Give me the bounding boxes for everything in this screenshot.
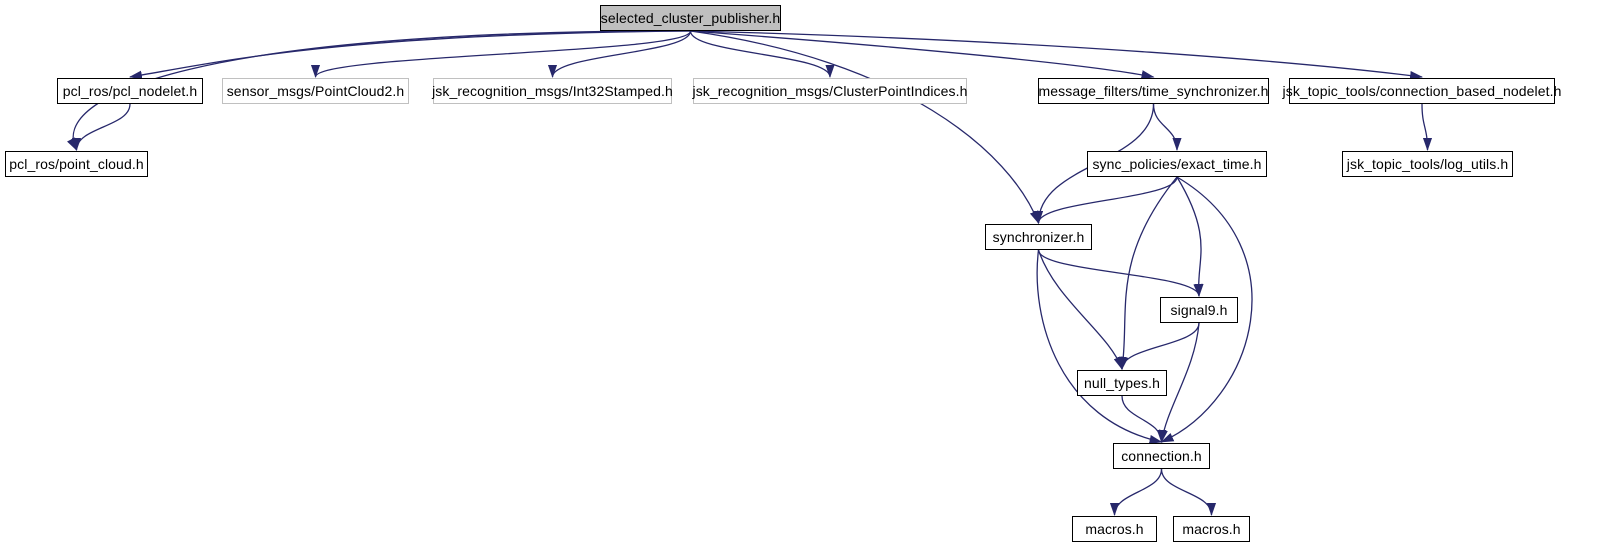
graph-node-logutils[interactable]: jsk_topic_tools/log_utils.h xyxy=(1342,151,1513,177)
graph-edge-connection-to-macros1 xyxy=(1109,468,1163,517)
graph-edge-pclnodelet-to-pclpc xyxy=(71,103,131,152)
graph-edge-root-to-pointcloud2 xyxy=(311,30,692,79)
graph-node-label: sensor_msgs/PointCloud2.h xyxy=(226,83,405,99)
graph-edge-root-to-cbnodelet xyxy=(690,30,1424,81)
graph-node-cbnodelet[interactable]: jsk_topic_tools/connection_based_nodelet… xyxy=(1283,78,1561,104)
graph-edge-exacttime-to-signal9 xyxy=(1176,176,1203,298)
graph-edge-cbnodelet-to-logutils xyxy=(1421,103,1433,152)
graph-node-int32: jsk_recognition_msgs/Int32Stamped.h xyxy=(432,78,673,104)
graph-node-label: pcl_ros/point_cloud.h xyxy=(9,156,144,172)
graph-edge-root-to-int32 xyxy=(548,30,692,79)
graph-node-timesync[interactable]: message_filters/time_synchronizer.h xyxy=(1038,78,1269,104)
graph-node-nulltypes[interactable]: null_types.h xyxy=(1077,370,1167,396)
graph-node-label: pcl_ros/pcl_nodelet.h xyxy=(62,83,198,99)
graph-node-exacttime[interactable]: sync_policies/exact_time.h xyxy=(1087,151,1267,177)
graph-node-label: connection.h xyxy=(1121,448,1202,464)
graph-node-macros1[interactable]: macros.h xyxy=(1072,516,1157,542)
graph-node-label: null_types.h xyxy=(1084,375,1160,391)
graph-node-label: signal9.h xyxy=(1170,302,1228,318)
graph-edge-synchronizer-to-signal9 xyxy=(1037,249,1204,298)
graph-edge-nulltypes-to-connection xyxy=(1121,395,1167,444)
graph-node-label: jsk_topic_tools/connection_based_nodelet… xyxy=(1282,83,1562,99)
graph-node-label: message_filters/time_synchronizer.h xyxy=(1038,83,1269,99)
graph-node-connection[interactable]: connection.h xyxy=(1113,443,1210,469)
graph-node-pointcloud2: sensor_msgs/PointCloud2.h xyxy=(222,78,409,104)
graph-node-label: jsk_recognition_msgs/ClusterPointIndices… xyxy=(692,83,968,99)
graph-node-pclnodelet[interactable]: pcl_ros/pcl_nodelet.h xyxy=(57,78,203,104)
graph-edge-synchronizer-to-nulltypes xyxy=(1037,249,1123,370)
graph-edge-signal9-to-connection xyxy=(1158,322,1200,444)
graph-edge-exacttime-to-synchronizer xyxy=(1034,176,1178,225)
graph-node-clusterpi: jsk_recognition_msgs/ClusterPointIndices… xyxy=(693,78,967,104)
graph-node-macros2[interactable]: macros.h xyxy=(1173,516,1250,542)
graph-edge-root-to-synchronizer xyxy=(690,30,1040,224)
graph-node-root[interactable]: selected_cluster_publisher.h xyxy=(600,5,781,31)
graph-node-label: macros.h xyxy=(1182,521,1241,537)
graph-edge-exacttime-to-nulltypes xyxy=(1119,176,1178,371)
graph-node-label: selected_cluster_publisher.h xyxy=(600,10,781,26)
graph-edge-synchronizer-to-connection xyxy=(1036,249,1163,444)
graph-node-label: synchronizer.h xyxy=(992,229,1085,245)
graph-edge-connection-to-macros2 xyxy=(1160,468,1217,517)
graph-edge-root-to-timesync xyxy=(690,30,1155,80)
graph-edge-root-to-clusterpi xyxy=(689,30,835,79)
graph-edge-timesync-to-exacttime xyxy=(1152,103,1182,152)
graph-node-label: sync_policies/exact_time.h xyxy=(1092,156,1262,172)
graph-node-label: jsk_recognition_msgs/Int32Stamped.h xyxy=(432,83,673,99)
graph-edge-root-to-pclnodelet xyxy=(128,30,691,80)
graph-node-signal9[interactable]: signal9.h xyxy=(1160,297,1238,323)
graph-node-pclpc[interactable]: pcl_ros/point_cloud.h xyxy=(5,151,148,177)
graph-node-label: jsk_topic_tools/log_utils.h xyxy=(1346,156,1509,172)
graph-edge-signal9-to-nulltypes xyxy=(1117,322,1200,371)
graph-node-label: macros.h xyxy=(1085,521,1144,537)
graph-node-synchronizer[interactable]: synchronizer.h xyxy=(985,224,1092,250)
